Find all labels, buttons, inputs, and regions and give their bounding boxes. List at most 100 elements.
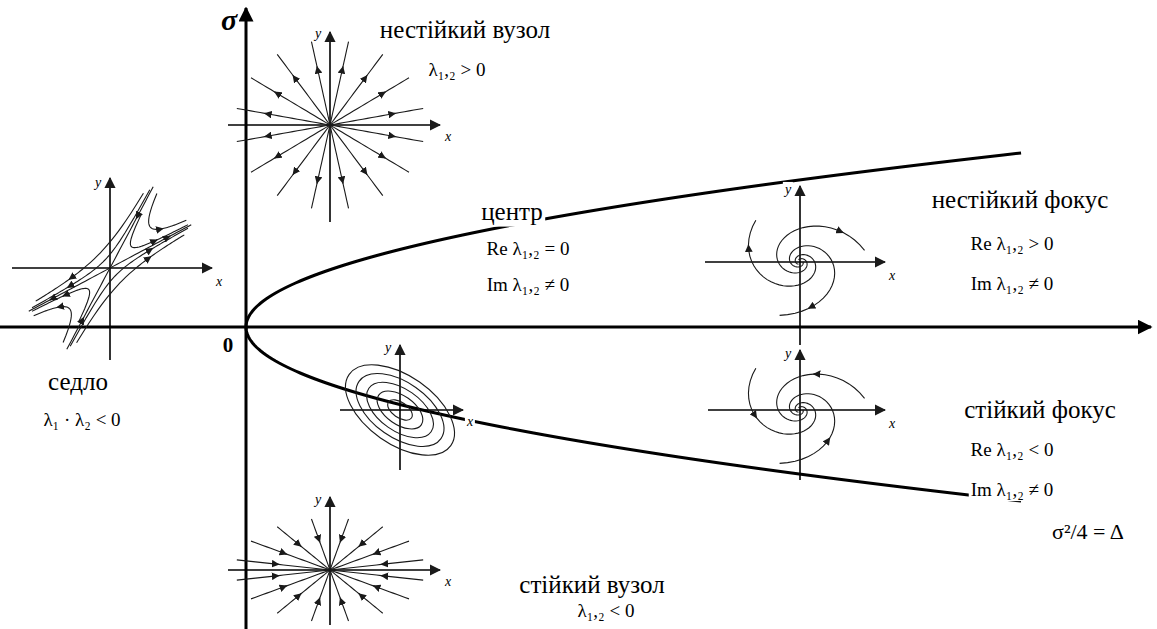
saddle-trajectory-arrow: [57, 307, 58, 308]
stable-node-trajectory-arrow: [359, 594, 362, 596]
stable-node-trajectory-arrow: [298, 544, 301, 546]
unstable-node-trajectory: [330, 78, 409, 125]
unstable-focus-trajectory-arrow: [748, 245, 749, 251]
region-name: стійкий фокус: [962, 396, 1118, 425]
unstable-node-trajectory-arrow: [341, 179, 343, 183]
unstable-node-trajectory-arrow: [293, 76, 296, 80]
stable-node-trajectory-arrow: [274, 575, 279, 577]
parabola-upper: [246, 153, 1021, 327]
axis-label: y: [313, 26, 323, 42]
center-y-axis: [399, 345, 401, 470]
region-name: стійкий вузол: [517, 571, 666, 600]
saddle-trajectory-arrow: [63, 295, 64, 297]
region-name: нестійкий фокус: [930, 186, 1111, 215]
eigenvalue-condition: Im λ₁,₂ ≠ 0: [485, 274, 572, 296]
stable-focus-trajectory: [748, 368, 815, 434]
parabola-lower: [246, 327, 1021, 501]
unstable-node-trajectory-arrow: [381, 92, 385, 94]
stable-node-trajectory: [237, 560, 330, 570]
axis-label: x: [887, 416, 897, 432]
stable-focus-trajectory-arrow: [754, 414, 757, 418]
eigenvalue-condition: Re λ₁,₂ < 0: [969, 439, 1056, 461]
unstable-node-trajectory-arrow: [265, 113, 270, 115]
saddle-trajectory: [32, 288, 90, 321]
unstable-node-trajectory-arrow: [381, 156, 385, 158]
eigenvalue-condition: Re λ₁,₂ = 0: [485, 238, 572, 260]
delta-axis: [0, 326, 1151, 329]
stable-node-trajectory-arrow: [373, 553, 377, 554]
unstable-node-trajectory-arrow: [275, 156, 279, 158]
stable-node-trajectory: [251, 570, 330, 599]
saddle-trajectory: [149, 194, 187, 230]
saddle-trajectory: [77, 235, 185, 343]
stable-node-trajectory-arrow: [283, 586, 287, 587]
unstable-node-trajectory-arrow: [275, 92, 279, 94]
axis-label: x: [443, 129, 453, 145]
stable-node-trajectory: [330, 519, 349, 570]
unstable-node-trajectory: [311, 125, 330, 208]
unstable-node-trajectory: [251, 125, 330, 172]
axis-label: x: [443, 574, 453, 590]
saddle-trajectory-arrow: [67, 286, 68, 288]
stable-node-trajectory-arrow: [318, 539, 320, 542]
stable-node-trajectory-arrow: [340, 598, 342, 601]
eigenvalue-condition: λ₁,₂ > 0: [427, 59, 488, 81]
stable-node-trajectory: [330, 570, 383, 613]
unstable-focus-trajectory-arrow: [837, 230, 843, 233]
eigenvalue-condition: Im λ₁,₂ ≠ 0: [969, 479, 1056, 501]
unstable-focus-trajectory: [748, 220, 815, 286]
unstable-focus-trajectory: [777, 226, 865, 273]
saddle-separatrix-arrow: [136, 215, 138, 219]
saddle-separatrix: [67, 268, 110, 349]
saddle-trajectory: [36, 193, 144, 301]
eigenvalue-condition: λ₁ · λ₂ < 0: [41, 409, 122, 431]
saddle-trajectory-arrow: [149, 257, 151, 258]
center-orbit: [330, 347, 471, 474]
stable-node-trajectory-arrow: [359, 544, 362, 546]
unstable-node-trajectory-arrow: [364, 171, 367, 175]
boundary-formula: σ²/4 = Δ: [1050, 519, 1126, 544]
stable-node-y-axis: [329, 497, 331, 625]
stable-node-trajectory: [330, 570, 423, 580]
saddle-trajectory-arrow: [156, 239, 157, 241]
stable-node-trajectory: [277, 527, 330, 570]
origin-label: 0: [221, 333, 236, 357]
axis-label: σ: [219, 3, 239, 38]
eigenvalue-condition: Im λ₁,₂ ≠ 0: [969, 273, 1056, 295]
axis-label: x: [214, 274, 224, 290]
saddle-separatrix: [110, 225, 191, 268]
axis-label: y: [783, 346, 793, 362]
stable-node-trajectory-arrow: [283, 553, 287, 554]
stable-node-trajectory: [330, 541, 409, 570]
unstable-focus-trajectory-arrow: [808, 305, 814, 308]
unstable-node-trajectory: [277, 54, 330, 125]
stable-node-trajectory-arrow: [340, 539, 342, 542]
axis-label: y: [313, 492, 323, 508]
center-x-axis: [340, 409, 463, 411]
saddle-trajectory-arrow: [151, 248, 152, 250]
eigenvalue-condition: λ₁,₂ < 0: [576, 600, 637, 622]
saddle-trajectory-arrow: [162, 228, 163, 229]
stable-node-trajectory-arrow: [318, 598, 320, 601]
saddle-trajectory: [34, 307, 72, 343]
saddle-trajectory-arrow: [69, 278, 71, 279]
region-name: центр: [479, 198, 545, 227]
unstable-node-trajectory-arrow: [391, 113, 396, 115]
stable-focus-trajectory-arrow: [827, 438, 830, 442]
saddle-separatrix-arrow: [82, 317, 84, 321]
unstable-node-trajectory: [330, 125, 383, 196]
saddle-separatrix-arrow: [167, 236, 171, 238]
stable-node-trajectory-arrow: [381, 575, 386, 577]
stable-node-trajectory-arrow: [298, 594, 301, 596]
region-name: седло: [46, 368, 110, 397]
stable-focus-trajectory-arrow: [814, 374, 820, 375]
unstable-node-trajectory-arrow: [391, 135, 396, 137]
axis-label: y: [383, 340, 393, 356]
unstable-node-trajectory-arrow: [293, 171, 296, 175]
unstable-node-trajectory-arrow: [316, 67, 318, 71]
saddle-separatrix-arrow: [50, 298, 54, 300]
saddle-trajectory: [130, 214, 188, 247]
unstable-node-trajectory-arrow: [341, 67, 343, 71]
